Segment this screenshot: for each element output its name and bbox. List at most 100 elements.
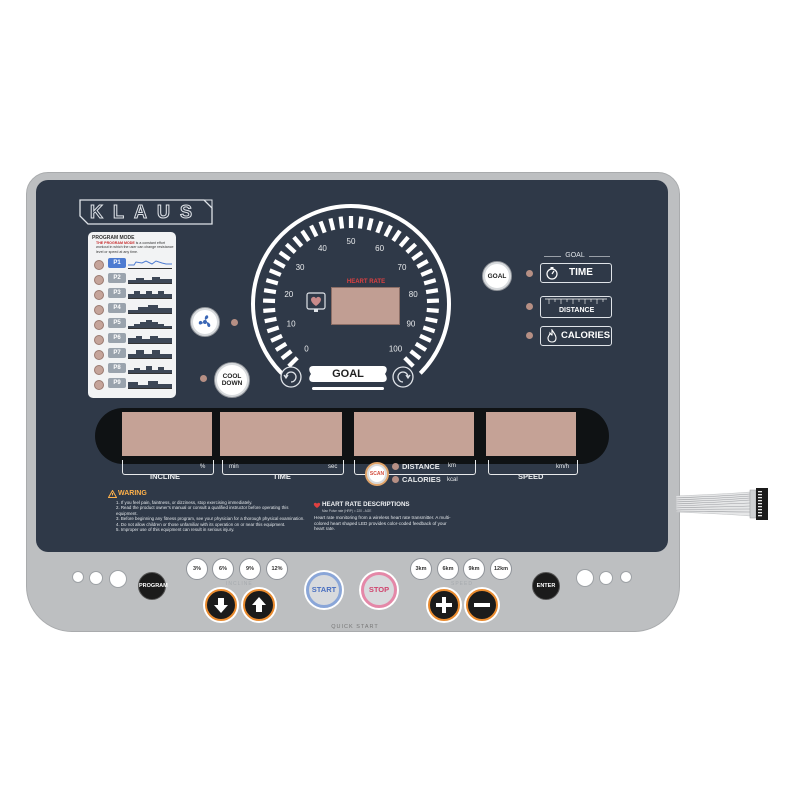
incline-preset-9[interactable]: 9%	[239, 558, 261, 580]
rotate-left-icon	[280, 366, 302, 388]
program-row-p1[interactable]: P1	[88, 256, 176, 271]
fan-button[interactable]	[190, 307, 220, 337]
gauge-tick-label: 20	[284, 290, 293, 299]
program-profile-graph	[128, 305, 172, 314]
speed-unit: km/h	[556, 464, 570, 470]
program-indicator	[94, 305, 104, 315]
incline-group-label: INCLINE	[226, 581, 253, 587]
speed-preset-3[interactable]: 3km	[410, 558, 432, 580]
gauge-segment	[426, 307, 439, 313]
gauge-segment	[287, 356, 299, 368]
goal-banner-label: GOAL	[332, 368, 364, 380]
brand-logo-text: KLAUS	[90, 201, 202, 222]
gauge-segment	[419, 333, 432, 343]
incline-preset-12[interactable]: 12%	[266, 558, 288, 580]
gauge-tick-label: 40	[318, 244, 327, 253]
stopwatch-icon	[546, 267, 558, 280]
heart-rate-display	[331, 287, 400, 325]
program-profile-graph	[128, 381, 172, 389]
program-row-p6[interactable]: P6	[88, 331, 176, 346]
speed-preset-12[interactable]: 12km	[490, 558, 512, 580]
goal-calories-item: CALORIES	[540, 326, 612, 346]
program-key: P2	[108, 273, 126, 283]
gauge-tick-label: 50	[347, 237, 356, 246]
program-profile-graph	[128, 277, 172, 284]
incline-preset-6[interactable]: 6%	[212, 558, 234, 580]
fan-indicator	[231, 319, 238, 326]
heart-rate-desc-subtitle: Max Pulse rate (HRP) = 220 - AGE	[322, 509, 372, 513]
gauge-segment	[292, 235, 304, 248]
goal-distance-indicator	[526, 303, 533, 310]
enter-button[interactable]: ENTER	[532, 572, 560, 600]
start-button[interactable]: START	[306, 572, 342, 608]
program-indicator	[94, 365, 104, 375]
gauge-segment	[274, 341, 288, 352]
goal-distance-item: DISTANCE	[540, 296, 612, 318]
indicator-light	[620, 571, 632, 583]
program-row-p8[interactable]: P8	[88, 361, 176, 376]
stop-button[interactable]: STOP	[361, 572, 397, 608]
speed-preset-9[interactable]: 9km	[463, 558, 485, 580]
gauge-tick-label: 80	[409, 290, 418, 299]
program-mode-panel: PROGRAM MODE THE PROGRAM MODE is a const…	[88, 232, 176, 398]
gauge-tick-label: 60	[375, 244, 384, 253]
speed-preset-6[interactable]: 6km	[437, 558, 459, 580]
warning-list: 1. If you feel pain, faintness, or dizzi…	[116, 500, 305, 533]
program-key: P3	[108, 288, 126, 298]
program-key: P7	[108, 348, 126, 358]
speed-up-button[interactable]	[428, 589, 460, 621]
gauge-segment	[425, 316, 438, 324]
gauge-segment	[403, 356, 415, 368]
program-indicator	[94, 275, 104, 285]
calories-indicator	[392, 476, 399, 483]
speed-down-button[interactable]	[466, 589, 498, 621]
calories-label: CALORIES	[402, 475, 441, 484]
gauge-tick-label: 90	[406, 319, 415, 328]
indicator-light	[599, 571, 613, 585]
program-profile-graph	[128, 260, 172, 269]
program-row-p5[interactable]: P5	[88, 316, 176, 331]
gauge-segment	[411, 250, 424, 262]
distance-calories-display	[354, 412, 474, 456]
flame-icon	[547, 329, 557, 343]
program-indicator	[94, 350, 104, 360]
program-profile-graph	[128, 291, 172, 299]
program-indicator	[94, 290, 104, 300]
program-row-p7[interactable]: P7	[88, 346, 176, 361]
program-key: P1	[108, 258, 126, 268]
goal-calories-indicator	[526, 332, 533, 339]
gauge-segment	[268, 268, 282, 277]
incline-down-button[interactable]	[205, 589, 237, 621]
program-key: P8	[108, 363, 126, 373]
indicator-light	[109, 570, 127, 588]
gauge-segment	[357, 216, 364, 229]
indicator-light	[576, 569, 594, 587]
gauge-segment	[263, 307, 276, 313]
program-profile-graph	[128, 336, 172, 344]
goal-time-indicator	[526, 270, 533, 277]
plus-icon	[436, 597, 452, 613]
gauge-segment	[391, 229, 402, 242]
program-row-p4[interactable]: P4	[88, 301, 176, 316]
time-label: TIME	[273, 472, 291, 481]
goal-banner	[309, 366, 387, 382]
program-indicator	[94, 380, 104, 390]
program-row-p9[interactable]: P9	[88, 376, 176, 391]
scan-button[interactable]: SCAN	[365, 462, 389, 486]
heart-small-icon	[313, 502, 321, 508]
gauge-outer-arc	[251, 204, 451, 375]
program-row-p3[interactable]: P3	[88, 286, 176, 301]
incline-up-button[interactable]	[243, 589, 275, 621]
gauge-tick-label: 30	[296, 263, 305, 272]
distance-indicator	[392, 463, 399, 470]
gauge-segment	[278, 250, 291, 262]
gauge-segment	[409, 349, 422, 361]
program-button[interactable]: PROGRAM	[138, 572, 168, 600]
program-row-p2[interactable]: P2	[88, 271, 176, 286]
goal-button[interactable]: GOAL	[482, 261, 512, 291]
incline-preset-3[interactable]: 3%	[186, 558, 208, 580]
heart-icon	[306, 292, 326, 312]
distance-unit: km	[448, 463, 456, 469]
gauge-segment	[264, 316, 277, 324]
